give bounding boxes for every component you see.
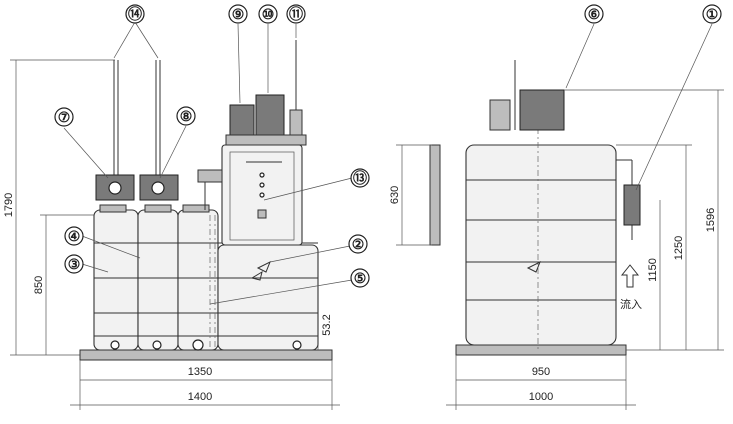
left-base-plate xyxy=(79,349,333,361)
dim-right-tank-height: 1250 xyxy=(673,236,685,260)
motor-6 xyxy=(519,89,565,131)
dim-left-base-height: 53.2 xyxy=(321,314,333,335)
dim-left-tank-height: 850 xyxy=(33,276,45,294)
inflow-label: 流入 xyxy=(620,297,642,311)
dim-left-outer-width: 1400 xyxy=(188,391,212,403)
motor-10 xyxy=(255,94,285,136)
callout-13: ⑬ xyxy=(353,170,367,186)
left-front-view: 1790 850 53.2 xyxy=(3,21,353,410)
motor-9 xyxy=(229,104,255,136)
dim-left-inner-width: 1350 xyxy=(188,366,212,378)
callout-7: ⑦ xyxy=(58,109,71,125)
dim-right-inlet-height: 1150 xyxy=(647,258,659,282)
right-side-view: 流入 630 1150 1250 1596 950 1000 xyxy=(389,23,724,410)
right-base-plate xyxy=(455,344,627,356)
callout-11: ⑪ xyxy=(289,6,303,22)
callout-3: ③ xyxy=(68,256,81,272)
callout-6: ⑥ xyxy=(588,6,601,22)
right-tank xyxy=(465,144,617,346)
callout-1: ① xyxy=(706,6,719,22)
callout-2: ② xyxy=(352,236,365,252)
callout-markers: ⑭ ⑨ ⑩ ⑪ ⑥ ① ⑦ ⑧ ⑬ ④ ② ③ ⑤ xyxy=(54,4,722,288)
sensor-11 xyxy=(289,109,303,136)
callout-9: ⑨ xyxy=(232,6,245,22)
left-tanks xyxy=(93,204,319,351)
dim-right-panel-height: 630 xyxy=(389,186,401,204)
inlet-valve-1 xyxy=(623,184,641,226)
callout-5: ⑤ xyxy=(354,270,367,286)
dim-right-total-height: 1596 xyxy=(705,208,717,232)
callout-4: ④ xyxy=(68,228,81,244)
callout-8: ⑧ xyxy=(180,108,193,124)
inflow-arrow xyxy=(620,264,640,288)
dim-left-total-height: 1790 xyxy=(3,193,15,217)
callout-14: ⑭ xyxy=(128,6,142,22)
dim-right-outer-width: 1000 xyxy=(529,391,553,403)
dim-right-inner-width: 950 xyxy=(532,366,550,378)
right-side-panel xyxy=(429,144,441,246)
callout-10: ⑩ xyxy=(262,6,275,22)
